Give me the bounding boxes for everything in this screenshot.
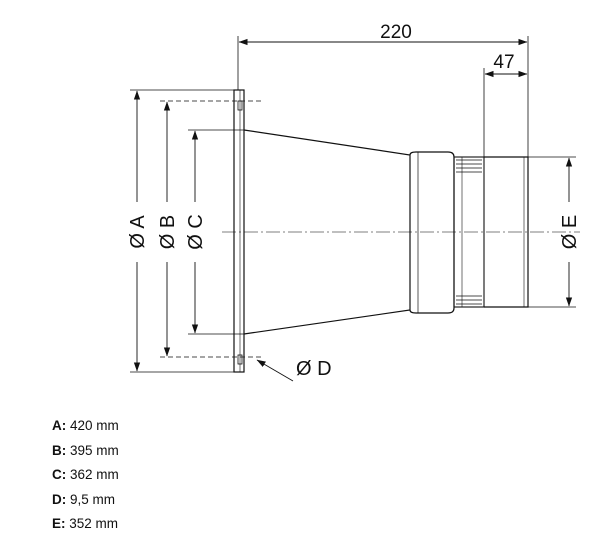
legend-item-c: C: 362 mm xyxy=(52,465,119,490)
dimension-legend: A: 420 mm B: 395 mm C: 362 mm D: 9,5 mm … xyxy=(52,416,119,539)
legend-value: 9,5 mm xyxy=(70,491,116,507)
legend-item-d: D: 9,5 mm xyxy=(52,490,119,515)
reducer-drawing: 220 47 Ø A Ø B Ø C Ø E Ø D xyxy=(127,22,581,382)
legend-key: A: xyxy=(52,418,67,433)
seam-bead-ribs xyxy=(456,159,482,305)
legend-value: 362 mm xyxy=(70,467,119,482)
dim-220-label: 220 xyxy=(380,22,412,43)
dim-e-label: Ø E xyxy=(559,215,581,249)
dim-d-label: Ø D xyxy=(296,358,332,380)
dim-b-label: Ø B xyxy=(157,215,179,249)
legend-key: C: xyxy=(52,467,67,482)
legend-item-a: A: 420 mm xyxy=(52,416,119,441)
cone-body xyxy=(243,129,411,335)
legend-value: 395 mm xyxy=(70,442,119,458)
dim-d-leader xyxy=(256,359,294,382)
legend-key: D: xyxy=(52,491,67,507)
swage-ring xyxy=(409,151,455,314)
seam-bead xyxy=(453,156,485,308)
legend-value: 420 mm xyxy=(70,418,119,433)
outlet-pipe xyxy=(484,156,529,308)
legend-key: B: xyxy=(52,442,67,458)
legend-key: E: xyxy=(52,516,66,531)
bolt-hole-bottom xyxy=(237,354,243,365)
flange-plate xyxy=(233,89,245,373)
dim-c-label: Ø C xyxy=(185,214,207,250)
legend-value: 352 mm xyxy=(69,516,119,531)
legend-item-b: B: 395 mm xyxy=(52,441,119,466)
dim-a-label: Ø A xyxy=(127,215,149,249)
legend-item-e: E: 352 mm xyxy=(52,514,119,539)
dim-47-label: 47 xyxy=(493,52,514,73)
